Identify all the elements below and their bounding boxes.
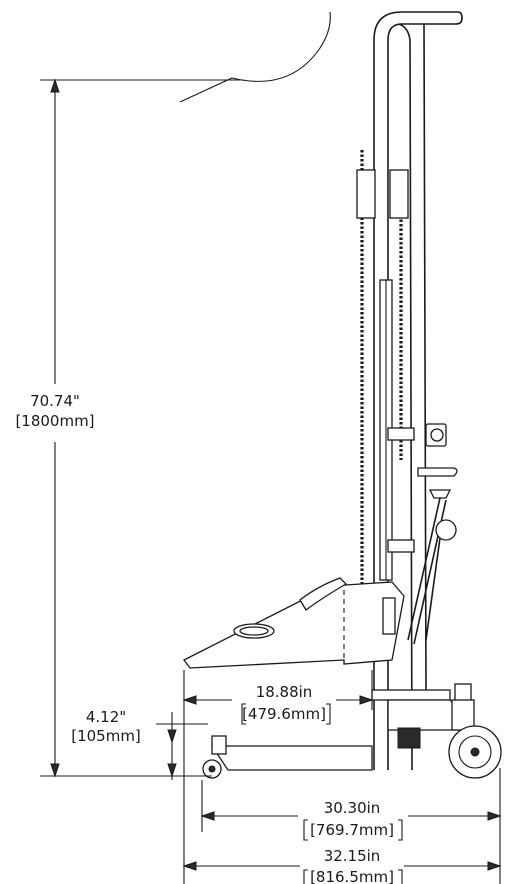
top-handle-inner [397, 23, 413, 771]
fork-arm [299, 577, 348, 611]
height-label-in: 70.74" [30, 392, 80, 410]
pump-release-ring [435, 519, 457, 541]
pump-lever [428, 489, 452, 499]
brake-pedal [397, 727, 421, 749]
fork-length-dimension: 18.88in [479.6mm] [182, 670, 374, 884]
wheelbase-dimension: 30.30in [769.7mm] [200, 768, 502, 884]
clearance-label-mm: [105mm] [71, 727, 141, 745]
side-handle [417, 467, 458, 477]
carriage-block-right [389, 169, 409, 219]
clearance-label-in: 4.12" [86, 708, 126, 726]
lift-machine [183, 11, 502, 779]
fork-bracket [382, 597, 396, 635]
wheelbase-label-mm: [769.7mm] [310, 821, 394, 839]
cross-brace-lower [387, 539, 415, 553]
front-caster [202, 735, 227, 779]
overall-length-dimension: 32.15in [816.5mm] [182, 847, 502, 884]
ground-clearance-dimension: 4.12" [105mm] [71, 708, 208, 780]
rear-caster [448, 683, 502, 779]
chassis-rail [210, 745, 373, 771]
rear-upright [423, 23, 427, 691]
cross-brace-upper [387, 427, 415, 441]
pump-arm [407, 497, 441, 641]
carriage-block-left [356, 169, 376, 219]
overall-length-label-in: 32.15in [324, 847, 381, 865]
fork-length-label-in: 18.88in [256, 683, 313, 701]
overall-length-label-mm: [816.5mm] [310, 868, 394, 884]
fork-cradle [183, 581, 405, 669]
height-label-mm: [1800mm] [15, 412, 94, 430]
top-handle [373, 11, 463, 770]
break-line [179, 11, 331, 103]
side-knob [430, 428, 444, 442]
wheelbase-label-in: 30.30in [324, 799, 381, 817]
fork-length-label-mm: [479.6mm] [242, 705, 326, 723]
base-plate [371, 689, 451, 701]
height-dimension: 70.74" [1800mm] [15, 78, 244, 778]
